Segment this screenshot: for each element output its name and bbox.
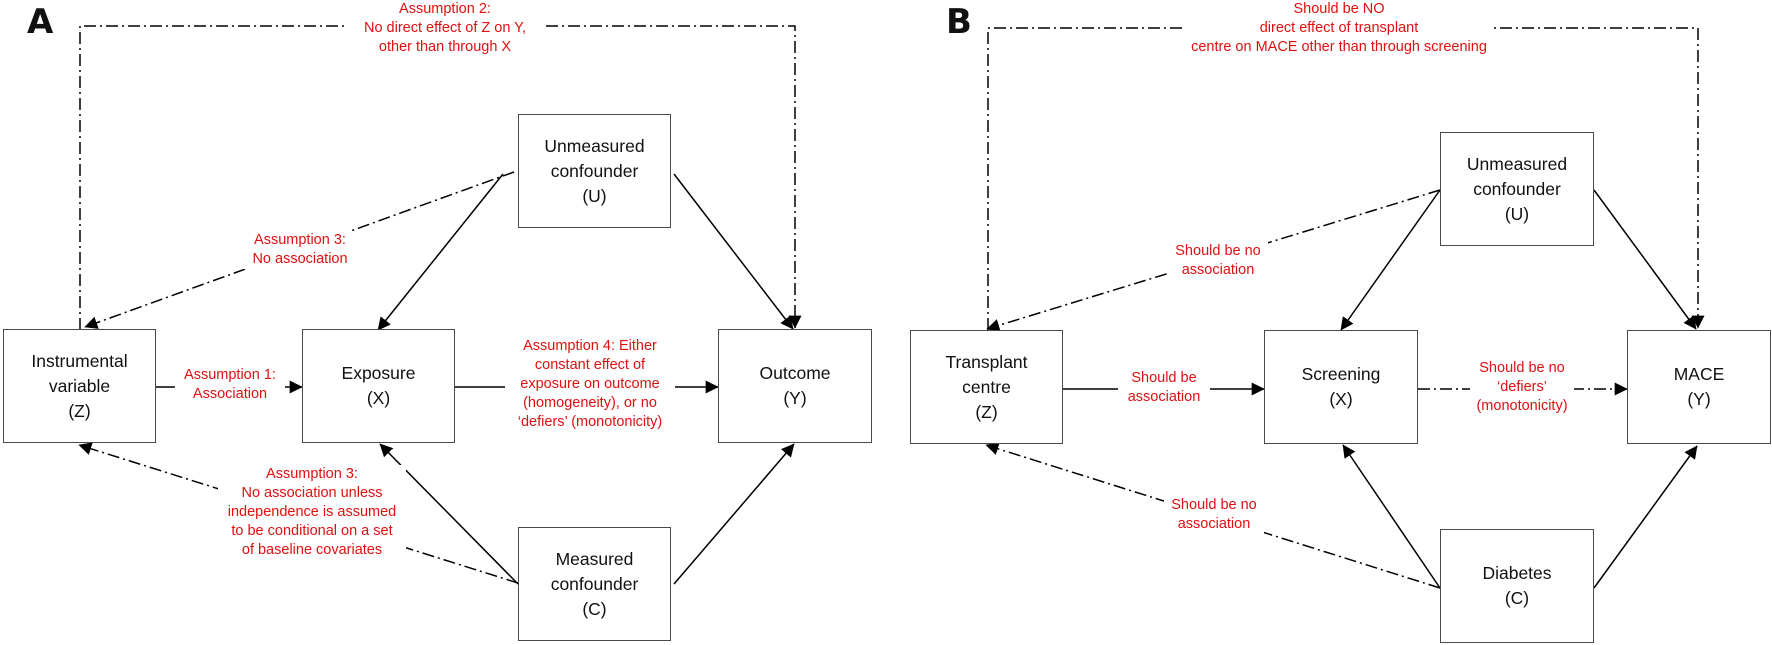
a-zc-line-2: No association unless — [241, 485, 383, 501]
a-zc-line-4: to be conditional on a set — [231, 523, 393, 539]
a-label-assumption-3-bottom: Assumption 3: No association unless inde… — [218, 465, 406, 560]
a-top-line-3: other than through X — [378, 39, 512, 55]
b-u-line-3: (U) — [1504, 203, 1530, 224]
a-top-line-2: No direct effect of Z on Y, — [363, 20, 526, 36]
a-xy-line-2: constant effect of — [534, 357, 646, 373]
a-x-line-1: Exposure — [341, 363, 416, 383]
b-y-line-2: (Y) — [1687, 389, 1711, 409]
b-box-screening: Screening (X) — [1264, 330, 1418, 444]
a-zc-line-1: Assumption 3: — [266, 466, 358, 482]
a-xy-line-1: Assumption 4: Either — [523, 338, 657, 354]
a-box-measured-confounder: Measured confounder (C) — [518, 527, 671, 641]
b-x-line-2: (X) — [1329, 389, 1353, 409]
a-zx-line-2: Association — [192, 386, 268, 402]
a-arrow-u-to-y — [673, 173, 794, 330]
a-u-line-1: Unmeasured — [544, 135, 645, 156]
a-label-assumption-4: Assumption 4: Either constant effect of … — [505, 337, 675, 432]
b-zc-line-1: Should be no — [1171, 497, 1257, 513]
a-xy-line-3: exposure on outcome — [520, 376, 660, 392]
panel-b-letter: B — [946, 2, 972, 42]
b-y-line-1: MACE — [1673, 364, 1725, 384]
b-c-line-1: Diabetes — [1482, 563, 1552, 583]
a-box-outcome: Outcome (Y) — [718, 329, 872, 443]
b-arrow-c-to-x — [1342, 444, 1441, 589]
a-label-assumption-1: Assumption 1: Association — [175, 366, 285, 404]
b-box-mace: MACE (Y) — [1627, 330, 1771, 444]
a-dashed-z-to-y-loop — [79, 25, 802, 330]
a-c-line-3: (C) — [582, 598, 607, 619]
a-c-line-1: Measured — [555, 548, 634, 569]
b-zx-line-1: Should be — [1131, 370, 1197, 386]
b-z-line-2: centre — [962, 376, 1011, 397]
b-label-should-be-association: Should be association — [1118, 369, 1210, 407]
a-zu-line-2: No association — [252, 251, 348, 267]
a-label-assumption-2: Assumption 2: No direct effect of Z on Y… — [345, 0, 545, 57]
b-arrow-c-to-y — [1593, 445, 1698, 589]
b-label-zc-no-association: Should be no association — [1164, 496, 1264, 534]
b-xy-line-2: ‘defiers’ — [1497, 379, 1547, 395]
a-zu-line-1: Assumption 3: — [254, 232, 346, 248]
b-u-line-2: confounder — [1473, 178, 1561, 199]
b-x-line-1: Screening — [1301, 364, 1381, 384]
b-top-line-2: direct effect of transplant — [1259, 20, 1419, 36]
a-u-line-3: (U) — [582, 185, 607, 206]
b-zu-line-1: Should be no — [1175, 243, 1261, 259]
b-zx-line-2: association — [1127, 389, 1201, 405]
b-zc-line-2: association — [1177, 516, 1251, 532]
b-xy-line-3: (monotonicity) — [1476, 398, 1568, 414]
a-zc-line-5: of baseline covariates — [241, 542, 383, 558]
a-y-line-1: Outcome — [759, 363, 831, 383]
b-u-line-1: Unmeasured — [1466, 153, 1568, 174]
b-label-defiers: Should be no ‘defiers’ (monotonicity) — [1470, 359, 1574, 416]
b-box-diabetes: Diabetes (C) — [1440, 529, 1594, 643]
a-y-line-2: (Y) — [783, 388, 807, 408]
b-z-line-3: (Z) — [975, 401, 998, 422]
b-box-unmeasured-confounder: Unmeasured confounder (U) — [1440, 132, 1594, 246]
b-c-line-2: (C) — [1504, 588, 1530, 608]
a-label-assumption-3-top: Assumption 3: No association — [240, 231, 360, 269]
a-top-line-1: Assumption 2: — [399, 1, 491, 17]
a-arrow-u-to-x — [377, 173, 504, 331]
a-z-line-3: (Z) — [68, 400, 91, 421]
b-label-zu-no-association: Should be no association — [1168, 242, 1268, 280]
b-arrow-u-to-y — [1593, 189, 1697, 330]
b-dashed-z-to-y-loop — [987, 27, 1705, 330]
a-box-exposure: Exposure (X) — [302, 329, 455, 443]
a-xy-line-5: ‘defiers’ (monotonicity) — [517, 414, 663, 430]
a-box-unmeasured-confounder: Unmeasured confounder (U) — [518, 114, 671, 228]
a-z-line-1: Instrumental — [31, 350, 128, 371]
b-zu-line-2: association — [1181, 262, 1255, 278]
a-zx-line-1: Assumption 1: — [184, 367, 276, 383]
a-c-line-2: confounder — [550, 573, 639, 594]
b-top-line-1: Should be NO — [1293, 1, 1385, 17]
a-z-line-2: variable — [48, 375, 111, 396]
a-arrow-c-to-y — [673, 443, 795, 585]
a-zc-line-3: independence is assumed — [227, 504, 397, 520]
panel-a-letter: A — [27, 2, 54, 42]
a-x-line-2: (X) — [366, 388, 391, 408]
b-arrow-u-to-x — [1340, 189, 1441, 331]
b-label-no-direct-effect: Should be NO direct effect of transplant… — [1186, 0, 1492, 57]
b-box-transplant-centre: Transplant centre (Z) — [910, 330, 1063, 444]
b-xy-line-1: Should be no — [1479, 360, 1565, 376]
a-u-line-2: confounder — [550, 160, 639, 181]
b-z-line-1: Transplant — [945, 351, 1028, 372]
a-xy-line-4: (homogeneity), or no — [523, 395, 657, 411]
a-box-instrumental-variable: Instrumental variable (Z) — [3, 329, 156, 443]
b-top-line-3: centre on MACE other than through screen… — [1191, 39, 1487, 55]
